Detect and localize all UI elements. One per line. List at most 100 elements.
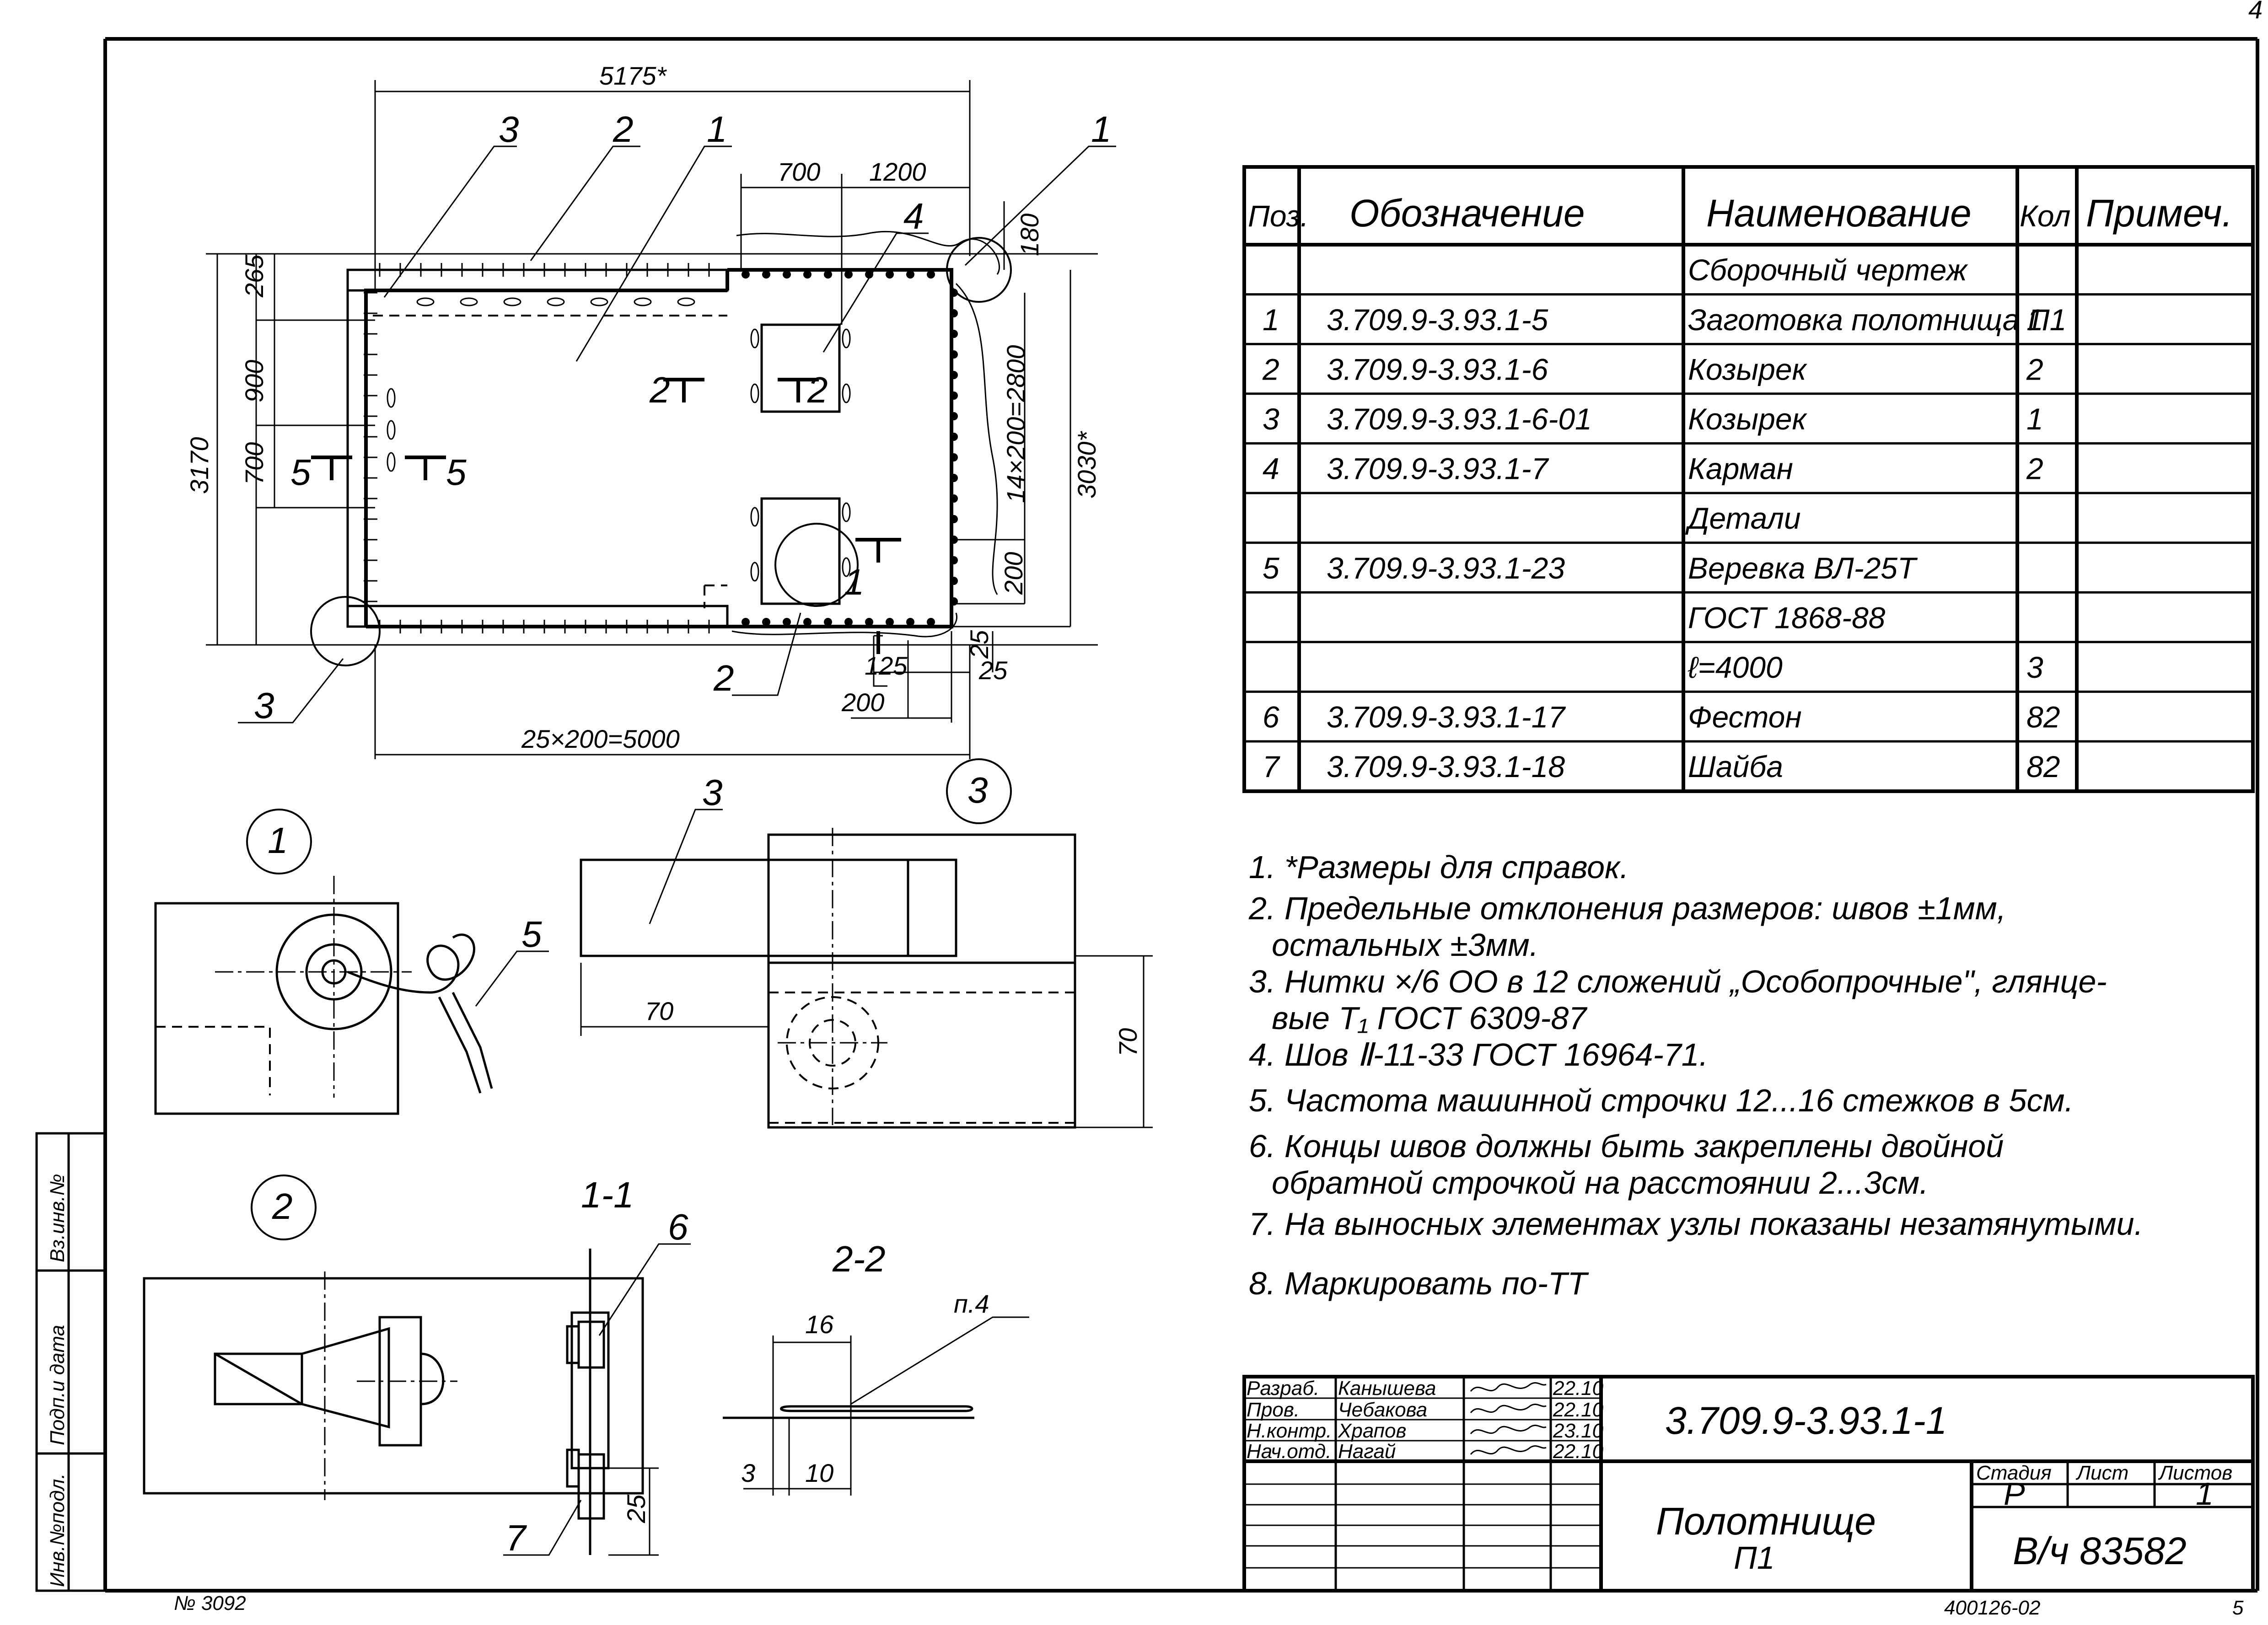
spec-cell-name: Козырек bbox=[1688, 352, 1808, 386]
detail-1-callout: 1 bbox=[268, 820, 288, 861]
leader-detail-2: 2 bbox=[713, 658, 734, 698]
section-1-1-view bbox=[503, 1243, 691, 1556]
spec-cell-pos: 5 bbox=[1263, 551, 1279, 585]
pocket-eyelet bbox=[750, 328, 759, 349]
note-line: 6. Концы швов должны быть закреплены дво… bbox=[1249, 1128, 2004, 1164]
spec-cell-code: 3.709.9-3.93.1-18 bbox=[1327, 750, 1565, 783]
signature-scribble bbox=[1470, 1445, 1547, 1455]
spec-cell-name: Фестон bbox=[1688, 700, 1802, 734]
spec-cell-pos: 3 bbox=[1263, 402, 1279, 436]
signature-name: Чебакова bbox=[1338, 1399, 1427, 1421]
drawing-subtitle: П1 bbox=[1734, 1540, 1775, 1576]
plan-dimensions bbox=[206, 80, 1098, 759]
section-1-1-dim-25: 25 bbox=[622, 1494, 650, 1523]
signature-role: Н.контр. bbox=[1247, 1420, 1332, 1442]
section-2-2-p4: п.4 bbox=[954, 1289, 989, 1318]
pocket-eyelet bbox=[842, 502, 851, 522]
sheets-value: 1 bbox=[2196, 1476, 2214, 1512]
section-2-right: 2 bbox=[807, 370, 828, 410]
inventory-note: № 3092 bbox=[174, 1592, 246, 1614]
leader-pos-4: 4 bbox=[903, 196, 924, 236]
spec-cell-code: 3.709.9-3.93.1-6-01 bbox=[1327, 402, 1592, 436]
signature-scribble bbox=[1470, 1424, 1547, 1435]
spec-cell-qty: 82 bbox=[2026, 750, 2060, 783]
page-number-top: 4 bbox=[2248, 0, 2263, 24]
signature-role: Пров. bbox=[1247, 1399, 1300, 1421]
note-line: вые Т₁ ГОСТ 6309-87 bbox=[1272, 1000, 1588, 1036]
grommet-mark bbox=[803, 270, 812, 279]
dim-total-width: 5175* bbox=[599, 61, 667, 90]
plan-leader-labels: 3 2 1 4 1 3 2 1 2 2 5 5 bbox=[254, 109, 1112, 726]
grommet-mark bbox=[865, 618, 873, 626]
grommet-mark bbox=[742, 270, 750, 279]
spec-cell-qty: 82 bbox=[2026, 700, 2060, 734]
dim-200-bottom: 200 bbox=[841, 688, 884, 717]
spec-header-name: Наименование bbox=[1706, 192, 1972, 235]
stage-label: Стадия bbox=[1976, 1462, 2052, 1484]
note-line: 8. Маркировать по-ТТ bbox=[1249, 1266, 1589, 1301]
grommet-mark bbox=[844, 270, 853, 279]
detail-3-dim-70-v: 70 bbox=[1113, 1028, 1142, 1057]
grommet-mark bbox=[865, 270, 873, 279]
sheet-label: Лист bbox=[2075, 1462, 2128, 1484]
grommet-mark bbox=[906, 618, 914, 626]
spec-table-headers: Поз. Обозначение Наименование Кол Примеч… bbox=[1248, 192, 2233, 235]
signature-role: Разраб. bbox=[1247, 1377, 1319, 1400]
spec-cell-qty: 2 bbox=[2026, 352, 2043, 386]
dim-25-bottom: 25 bbox=[978, 656, 1008, 685]
section-1-1-leader-6: 6 bbox=[668, 1207, 688, 1247]
dim-700-left: 700 bbox=[240, 442, 269, 485]
stamp-inv-podl: Инв.№подл. bbox=[46, 1473, 69, 1587]
edge-eyelet bbox=[387, 388, 396, 408]
pocket-eyelet bbox=[750, 562, 759, 582]
grommet-mark bbox=[950, 412, 958, 420]
section-2-2-view bbox=[723, 1316, 1029, 1496]
grommet-mark bbox=[927, 270, 935, 279]
note-line: 1. *Размеры для справок. bbox=[1249, 849, 1629, 885]
dim-1200-top: 1200 bbox=[869, 157, 926, 186]
signature-scribble bbox=[1470, 1382, 1547, 1392]
spec-cell-name: Детали bbox=[1685, 501, 1801, 535]
spec-cell-name: Сборочный чертеж bbox=[1688, 253, 1968, 287]
section-5-left: 5 bbox=[290, 452, 311, 493]
stage-value: Р bbox=[2004, 1476, 2025, 1512]
dim-200-right: 200 bbox=[999, 552, 1028, 595]
detail-1-view bbox=[154, 809, 549, 1115]
document-code: 3.709.9-3.93.1-1 bbox=[1665, 1399, 1947, 1442]
grommet-mark bbox=[950, 371, 958, 379]
grommet-mark bbox=[906, 270, 914, 279]
side-stamp bbox=[35, 1132, 107, 1592]
signature-scribble bbox=[1470, 1403, 1547, 1414]
archive-number: 400126-02 bbox=[1944, 1597, 2040, 1619]
spec-cell-name: Веревка ВЛ-25Т bbox=[1688, 551, 1918, 585]
signature-role: Нач.отд. bbox=[1247, 1440, 1331, 1463]
grommet-mark bbox=[950, 392, 958, 400]
main-plan-view bbox=[346, 231, 1000, 638]
hole-mark bbox=[677, 297, 695, 306]
pocket-eyelet bbox=[842, 328, 851, 349]
title-block bbox=[1242, 1375, 2255, 1593]
edge-eyelet bbox=[387, 452, 396, 472]
leader-section-1: 1 bbox=[844, 562, 865, 602]
signature-date: 22.10 bbox=[1553, 1440, 1604, 1463]
grommet-mark bbox=[886, 618, 894, 626]
pocket-eyelet bbox=[842, 383, 851, 403]
spec-cell-qty: 1 bbox=[2026, 402, 2043, 436]
eyelets-group bbox=[364, 263, 958, 633]
spec-cell-code: 3.709.9-3.93.1-6 bbox=[1327, 352, 1548, 386]
section-2-2-dim-10: 10 bbox=[805, 1459, 833, 1487]
pocket-eyelet bbox=[842, 557, 851, 577]
edge-eyelet bbox=[387, 420, 396, 440]
detail-1-leader-5: 5 bbox=[521, 914, 542, 955]
grommet-mark bbox=[886, 270, 894, 279]
grommet-mark bbox=[950, 474, 958, 482]
grommet-mark bbox=[927, 618, 935, 626]
note-line: 4. Шов Ⅱ-11-33 ГОСТ 16964-71. bbox=[1249, 1037, 1708, 1073]
section-5-right: 5 bbox=[446, 452, 467, 493]
spec-table bbox=[1242, 165, 2255, 793]
section-1-1-leader-7: 7 bbox=[505, 1518, 527, 1558]
grommet-mark bbox=[783, 270, 791, 279]
